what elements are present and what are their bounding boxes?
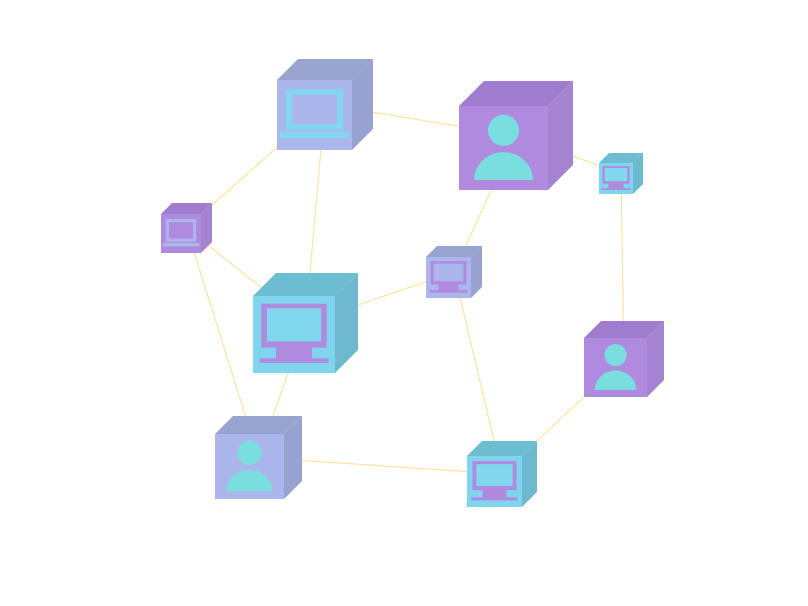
cube-top-face: [584, 321, 664, 338]
nodes-layer: [161, 59, 664, 507]
cube-top-face: [253, 273, 358, 296]
user-icon: [594, 344, 637, 390]
node-user-right: [584, 321, 664, 397]
cube-top-face: [277, 59, 373, 80]
cube-top-face: [599, 153, 643, 163]
node-desktop-bottom: [467, 441, 537, 507]
cube-top-face: [161, 203, 212, 214]
cube-top-face: [467, 441, 537, 456]
node-laptop-left: [161, 203, 212, 253]
cube-side-face: [633, 153, 643, 194]
cube-top-face: [459, 81, 573, 106]
cube-side-face: [647, 321, 664, 397]
cube-side-face: [335, 273, 358, 373]
node-laptop-top: [277, 59, 373, 150]
cube-top-face: [426, 246, 482, 257]
cube-side-face: [201, 203, 212, 253]
cube-side-face: [352, 59, 373, 150]
node-desktop-far-right: [599, 153, 643, 194]
node-desktop-center-small: [426, 246, 482, 298]
cube-top-face: [215, 416, 302, 434]
laptop-icon: [162, 219, 200, 247]
desktop-icon: [471, 461, 518, 501]
cube-side-face: [548, 81, 573, 190]
desktop-icon: [601, 166, 631, 190]
node-desktop-center-large: [253, 273, 358, 373]
desktop-icon: [429, 261, 468, 293]
desktop-icon: [259, 303, 329, 363]
user-icon: [474, 114, 533, 180]
cube-side-face: [471, 246, 482, 298]
cube-side-face: [522, 441, 537, 507]
edge-desktop-center-small-to-desktop-bottom: [453, 271, 503, 475]
user-icon: [226, 440, 273, 492]
cube-side-face: [284, 416, 302, 499]
node-user-top-right: [459, 81, 573, 190]
node-user-bottom-left: [215, 416, 302, 499]
laptop-icon: [280, 89, 349, 139]
